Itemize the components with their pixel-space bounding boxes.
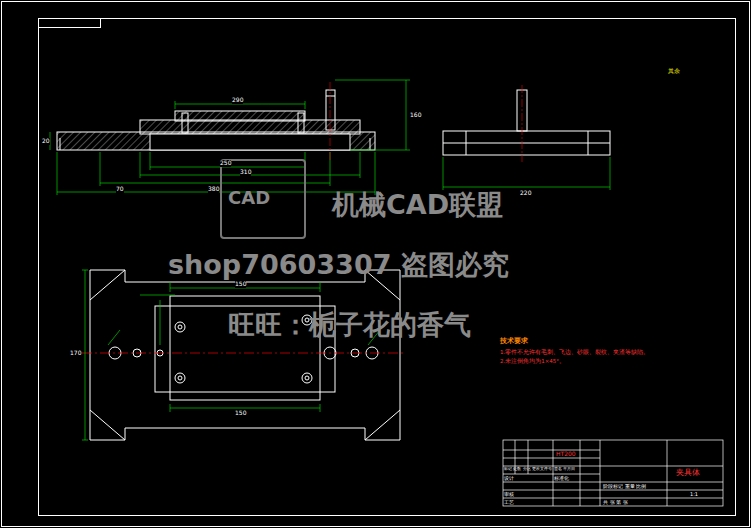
dimension: 150 <box>235 281 246 288</box>
note-text: 1.零件不允许有毛刺、飞边、砂眼、裂纹、夹渣等缺陷。 <box>500 349 649 355</box>
dimension: 250 <box>220 160 231 167</box>
dimension: 290 <box>232 97 243 104</box>
title-cell: 阶段标记 重量 比例 <box>603 484 646 490</box>
drawing-name: 夹具体 <box>676 469 700 478</box>
dimension: 310 <box>240 169 251 176</box>
title-cell: 工艺 <box>504 500 514 506</box>
dimension: 70 <box>116 186 124 193</box>
title-cell: 设计 <box>504 476 514 482</box>
title-cell: 标记 处数 分区 更改文件号 签名 年月日 <box>504 467 575 472</box>
note-text: 2.未注倒角均为1×45°。 <box>500 358 565 364</box>
title-cell: 标准化 <box>554 476 569 482</box>
dimension: 160 <box>410 112 421 119</box>
title-cell: 共 张 第 张 <box>603 500 628 506</box>
dimension: 150 <box>235 410 246 417</box>
dimension: 380 <box>208 186 219 193</box>
dimension: 220 <box>520 190 531 197</box>
logo-text: CAD <box>228 188 270 208</box>
dimension: 170 <box>70 350 81 357</box>
material: HT200 <box>556 451 576 458</box>
note-heading: 技术要求 <box>500 338 528 346</box>
watermark: 机械CAD联盟 <box>332 190 503 220</box>
roughness-note: 其余 <box>668 68 680 75</box>
watermark: shop70603307 盗图必究 <box>168 250 509 280</box>
watermark: 旺旺：栀子花的香气 <box>228 310 471 340</box>
dimension: 20 <box>42 138 50 145</box>
title-cell: 审核 <box>504 492 514 498</box>
title-cell: 1:1 <box>690 492 698 498</box>
